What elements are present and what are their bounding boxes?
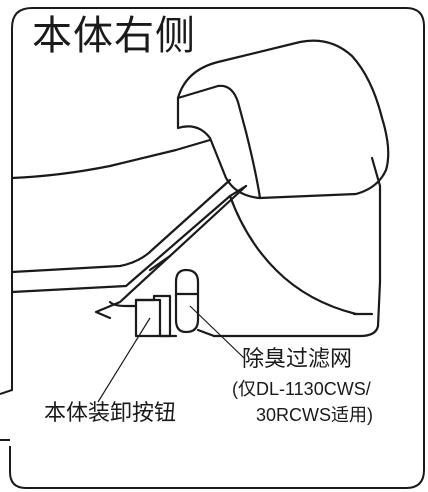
frame-border xyxy=(0,7,425,489)
model-note-line-1: (仅DL-1130CWS/ xyxy=(232,379,371,399)
deodorizer-filter-label: 除臭过滤网 xyxy=(242,347,353,372)
callout-lines xyxy=(97,305,245,403)
page-title: 本体右侧 xyxy=(32,13,196,59)
seat-body xyxy=(10,39,390,338)
main-release-button-label: 本体装卸按钮 xyxy=(44,401,177,426)
model-note-line-2: 30RCWS适用) xyxy=(256,405,374,425)
